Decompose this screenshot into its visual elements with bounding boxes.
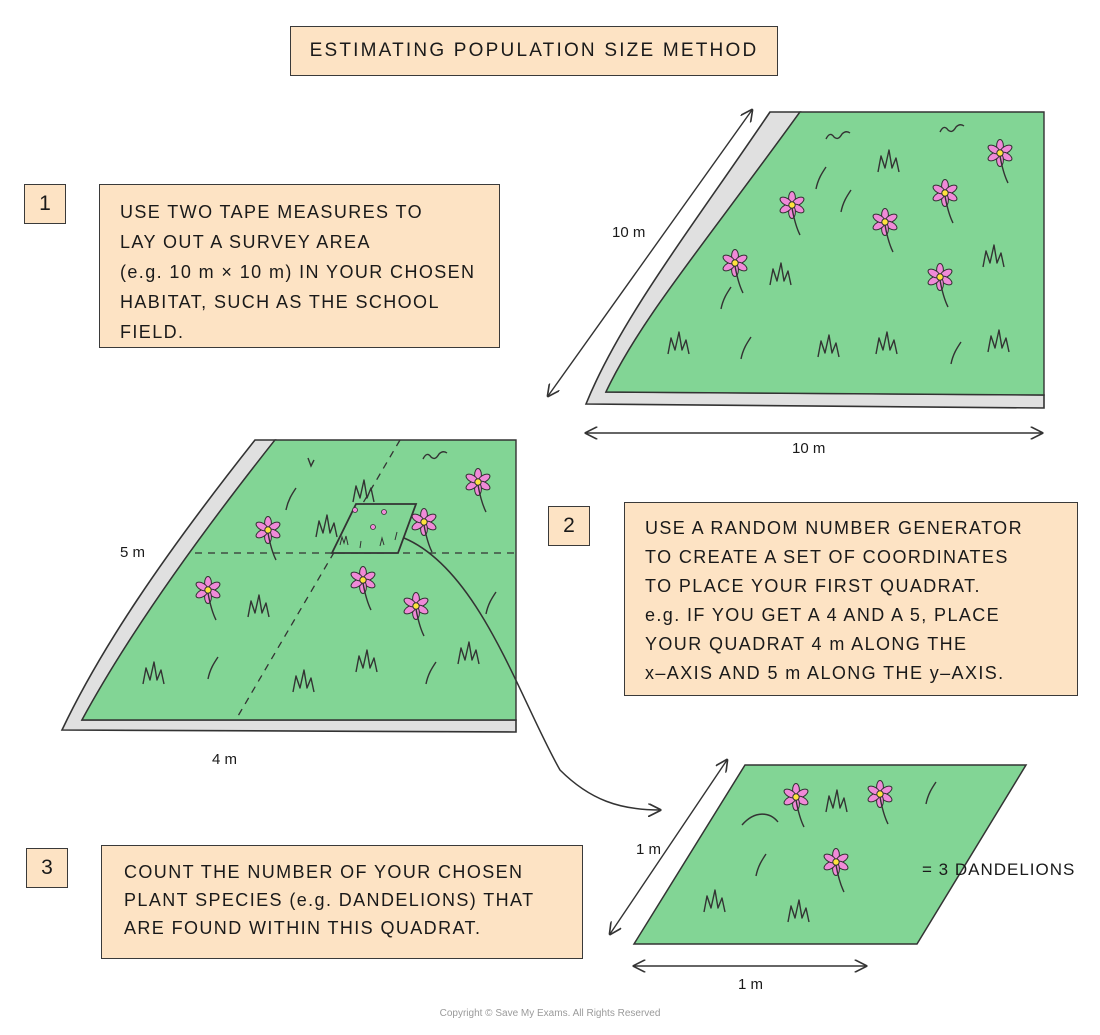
quadrat-closeup: [610, 760, 1028, 966]
dandelion-count-label: = 3 DANDELIONS: [922, 860, 1076, 879]
step-1-box: USE TWO TAPE MEASURES TO LAY OUT A SURVE…: [99, 184, 500, 348]
step-2-line: x–AXIS AND 5 m ALONG THE y–AXIS.: [645, 663, 1005, 683]
step-1-line: (e.g. 10 m × 10 m) IN YOUR CHOSEN: [120, 262, 476, 282]
quadrat-side-label: 1 m: [636, 841, 662, 858]
step-2-box: USE A RANDOM NUMBER GENERATOR TO CREATE …: [624, 502, 1078, 696]
step-1-line: HABITAT, SUCH AS THE SCHOOL: [120, 292, 440, 312]
step-3-number: 3: [26, 848, 68, 888]
step-1-line: FIELD.: [120, 322, 185, 342]
step-3-line: ARE FOUND WITHIN THIS QUADRAT.: [124, 918, 482, 938]
step-3-box: COUNT THE NUMBER OF YOUR CHOSEN PLANT SP…: [101, 845, 583, 959]
mini-flower-icon: [352, 507, 358, 513]
grass-area: [80, 439, 517, 721]
step-2-line: YOUR QUADRAT 4 m ALONG THE: [645, 634, 968, 654]
step-1-number: 1: [24, 184, 66, 224]
mini-flower-icon: [370, 524, 376, 530]
coordinate-field: [60, 439, 660, 810]
y-coordinate-label: 5 m: [120, 544, 146, 561]
x-coordinate-line: [237, 439, 401, 717]
mini-flower-icon: [381, 509, 387, 515]
quadrat-side-arrow: [610, 760, 727, 934]
step-2-number: 2: [548, 506, 590, 546]
step-2-line: e.g. IF YOU GET A 4 AND A 5, PLACE: [645, 605, 1001, 625]
quadrat-bottom-label: 1 m: [738, 976, 764, 993]
step-2-line: TO PLACE YOUR FIRST QUADRAT.: [645, 576, 981, 596]
step-3-line: COUNT THE NUMBER OF YOUR CHOSEN: [124, 862, 524, 882]
side-dimension-arrow: [548, 110, 752, 396]
survey-side-label: 10 m: [612, 224, 646, 241]
x-coordinate-label: 4 m: [212, 751, 238, 768]
step-1-line: LAY OUT A SURVEY AREA: [120, 232, 371, 252]
diagram-title: ESTIMATING POPULATION SIZE METHOD: [290, 26, 778, 76]
step-1-line: USE TWO TAPE MEASURES TO: [120, 202, 423, 222]
step-2-line: USE A RANDOM NUMBER GENERATOR: [645, 518, 1023, 538]
survey-area-field: [548, 110, 1045, 433]
survey-bottom-label: 10 m: [792, 440, 826, 457]
step-2-line: TO CREATE A SET OF COORDINATES: [645, 547, 1009, 567]
copyright-notice: Copyright © Save My Exams. All Rights Re…: [439, 1008, 661, 1019]
step-3-line: PLANT SPECIES (e.g. DANDELIONS) THAT: [124, 890, 535, 910]
